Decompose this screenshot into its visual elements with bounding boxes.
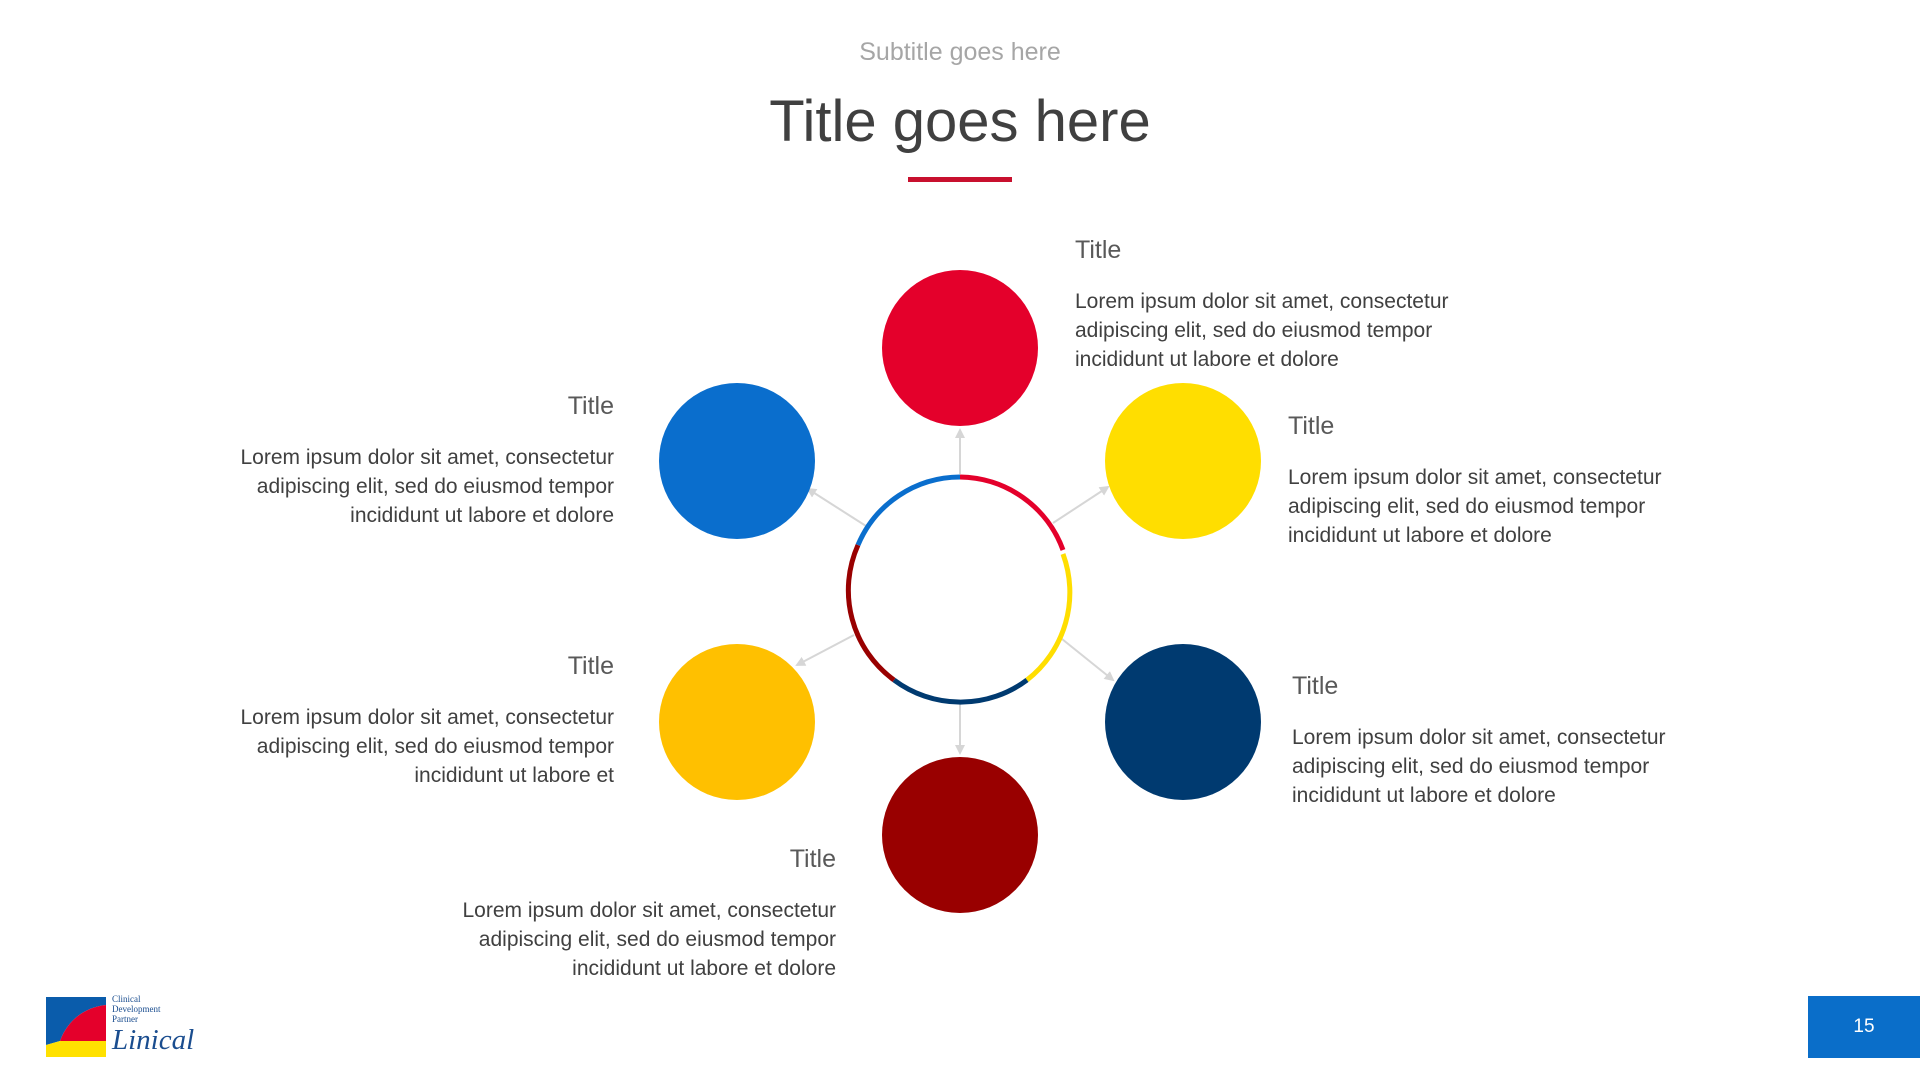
ring-segment-blue — [855, 474, 961, 546]
title-underline — [908, 177, 1012, 182]
body-line: adipiscing elit, sed do eiusmod tempor — [256, 475, 614, 498]
tagline-line: Partner — [112, 1014, 138, 1024]
circle-lower-left — [659, 644, 815, 800]
tagline-line: Clinical — [112, 994, 141, 1004]
arrow-upper-right — [1052, 485, 1110, 524]
arrow-upper-left — [806, 487, 867, 527]
block-title: Title — [567, 652, 614, 680]
block-body: Lorem ipsum dolor sit amet, consectetur … — [1288, 463, 1688, 550]
ring-segment-red — [959, 474, 1066, 551]
body-line: Lorem ipsum dolor sit amet, consectetur — [1288, 466, 1662, 489]
text-block-bottom: Title Lorem ipsum dolor sit amet, consec… — [436, 845, 837, 983]
body-line: incididunt ut labore et dolore — [1075, 348, 1339, 371]
body-line: incididunt ut labore et dolore — [350, 504, 614, 527]
body-line: Lorem ipsum dolor sit amet, consectetur — [462, 899, 837, 922]
body-line: Lorem ipsum dolor sit amet, consectetur — [1075, 290, 1449, 313]
ring-segment-darkred — [845, 543, 896, 683]
body-line: Lorem ipsum dolor sit amet, consectetur — [240, 446, 615, 469]
company-logo: Clinical Development Partner Linical — [46, 994, 216, 1058]
block-title: Title — [1292, 672, 1339, 700]
body-line: Lorem ipsum dolor sit amet, consectetur — [240, 706, 615, 729]
body-line: adipiscing elit, sed do eiusmod tempor — [1292, 755, 1650, 778]
block-body: Lorem ipsum dolor sit amet, consectetur … — [436, 896, 837, 983]
circle-upper-right — [1105, 383, 1261, 539]
logo-brand-name: Linical — [112, 1024, 195, 1056]
body-line: incididunt ut labore et — [414, 764, 614, 787]
text-block-upper-right: Title Lorem ipsum dolor sit amet, consec… — [1288, 412, 1688, 550]
circle-bottom — [882, 757, 1038, 913]
circle-upper-left — [659, 383, 815, 539]
body-line: incididunt ut labore et dolore — [1288, 524, 1552, 547]
block-title: Title — [1288, 412, 1335, 440]
body-line: adipiscing elit, sed do eiusmod tempor — [256, 735, 614, 758]
block-body: Lorem ipsum dolor sit amet, consectetur … — [214, 443, 615, 530]
circle-top — [882, 270, 1038, 426]
body-line: adipiscing elit, sed do eiusmod tempor — [1075, 319, 1433, 342]
block-body: Lorem ipsum dolor sit amet, consectetur … — [1075, 287, 1475, 374]
block-body: Lorem ipsum dolor sit amet, consectetur … — [1292, 723, 1692, 810]
circle-lower-right — [1105, 644, 1261, 800]
page-number: 15 — [1808, 996, 1920, 1058]
body-line: incididunt ut labore et dolore — [572, 957, 836, 980]
block-title: Title — [1075, 236, 1122, 264]
block-title: Title — [789, 845, 836, 873]
ring-segment-navy — [892, 677, 1029, 705]
body-line: incididunt ut labore et dolore — [1292, 784, 1556, 807]
arrow-lower-right — [1061, 638, 1115, 682]
text-block-upper-left: Title Lorem ipsum dolor sit amet, consec… — [214, 392, 615, 530]
tagline-line: Development — [112, 1004, 161, 1014]
block-title: Title — [567, 392, 614, 420]
block-body: Lorem ipsum dolor sit amet, consectetur … — [214, 703, 615, 790]
slide-subtitle: Subtitle goes here — [859, 38, 1061, 66]
text-block-lower-right: Title Lorem ipsum dolor sit amet, consec… — [1292, 672, 1692, 810]
body-line: adipiscing elit, sed do eiusmod tempor — [478, 928, 836, 951]
logo-tagline: Clinical Development Partner — [112, 994, 161, 1024]
ring-segment-yellow — [1025, 553, 1073, 682]
text-block-lower-left: Title Lorem ipsum dolor sit amet, consec… — [214, 652, 615, 790]
arrow-lower-left — [795, 634, 855, 666]
slide-title: Title goes here — [769, 89, 1151, 154]
logo-mark-icon — [46, 997, 106, 1057]
body-line: adipiscing elit, sed do eiusmod tempor — [1288, 495, 1646, 518]
body-line: Lorem ipsum dolor sit amet, consectetur — [1292, 726, 1666, 749]
text-block-top: Title Lorem ipsum dolor sit amet, consec… — [1075, 236, 1475, 374]
